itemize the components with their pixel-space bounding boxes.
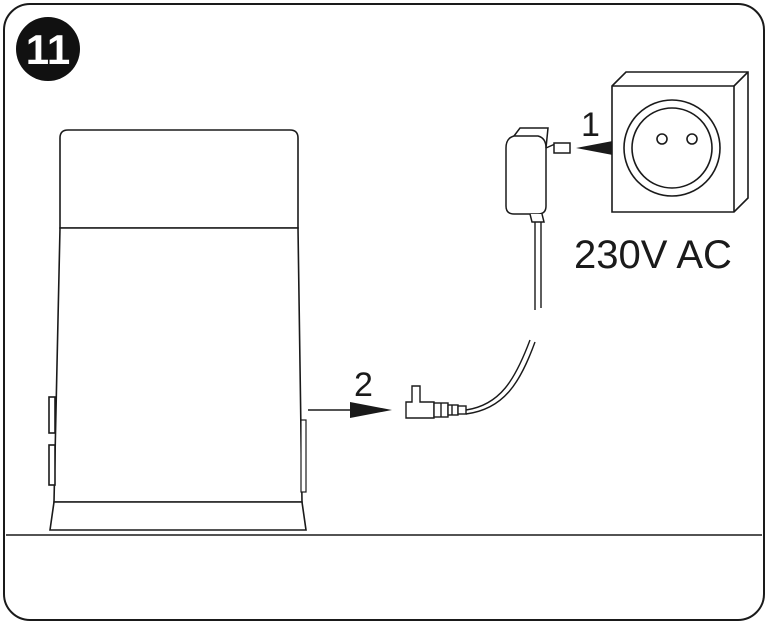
step-badge-circle xyxy=(16,17,80,81)
device-icon xyxy=(48,129,307,531)
step-number: 11 xyxy=(26,26,70,73)
panel-border xyxy=(3,3,765,621)
dc-plug-icon xyxy=(405,385,467,419)
power-adapter-icon xyxy=(505,127,571,223)
device-side-button-top xyxy=(48,396,56,434)
device-base xyxy=(49,501,307,531)
arrow-icon-2 xyxy=(308,402,392,418)
cable-lower-edge xyxy=(465,341,536,415)
callout-plug-step: 1 xyxy=(581,106,600,144)
step-badge: 11 xyxy=(16,17,80,81)
cable-lower xyxy=(465,339,531,411)
wall-socket-icon xyxy=(611,71,749,213)
voltage-label: 230V AC xyxy=(574,233,732,277)
callout-connect-step: 2 xyxy=(354,366,373,404)
device-side-button-bottom xyxy=(48,444,56,486)
device-dc-jack xyxy=(300,419,307,493)
device-body xyxy=(53,227,303,503)
device-lid xyxy=(59,129,299,229)
